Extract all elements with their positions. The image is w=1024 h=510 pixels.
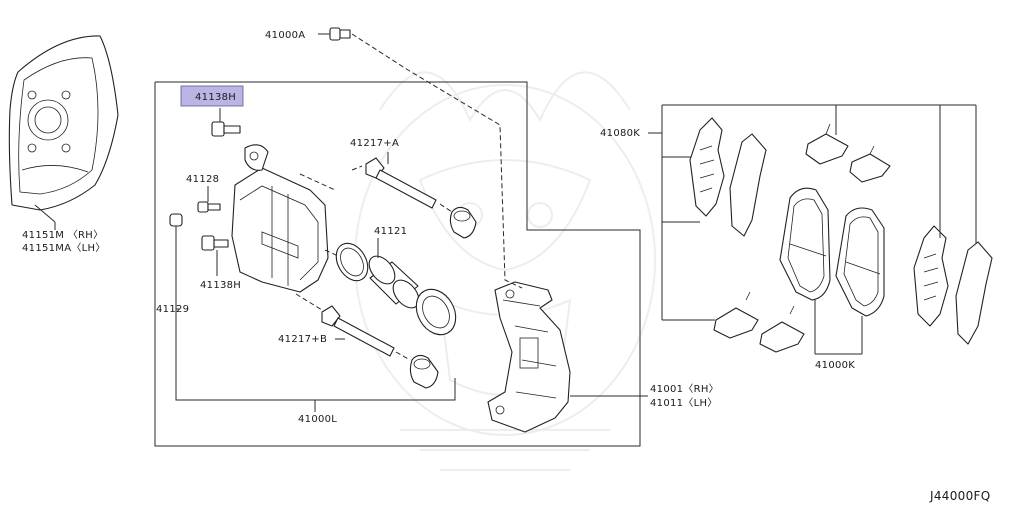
bleeder-screw (197, 186, 221, 213)
caliper-bracket (487, 281, 640, 433)
guide-pin-b (295, 293, 411, 361)
bolt-path-dash (351, 33, 523, 289)
brake-pad-inner (779, 187, 831, 301)
label-41138h-lower[interactable]: 41138H (200, 280, 241, 291)
piston-boot (415, 288, 457, 336)
piston-seal (335, 242, 369, 282)
label-41000a[interactable]: 41000A (265, 30, 305, 41)
caliper-body (231, 144, 329, 293)
bolt-41000a (318, 27, 351, 41)
watermark-logo (354, 71, 656, 471)
bolt-41138h-upper (211, 108, 241, 137)
anti-rattle-clip-bottom (713, 291, 805, 353)
label-41217-b[interactable]: 41217+B (278, 334, 327, 345)
label-41151ma-lh[interactable]: 41151MA〈LH〉 (22, 242, 106, 254)
shim-inner-right (913, 225, 949, 327)
label-41000l[interactable]: 41000L (298, 414, 337, 425)
assembly-frame (154, 81, 641, 447)
label-41138h-highlighted[interactable]: 41138H (195, 92, 236, 103)
label-41151m-rh[interactable]: 41151M 〈RH〉 (22, 229, 103, 241)
label-41128[interactable]: 41128 (186, 174, 219, 185)
shim-outer-left (729, 133, 767, 237)
shim-outer-right (955, 241, 993, 345)
label-41080k[interactable]: 41080K (600, 128, 640, 139)
label-41129[interactable]: 41129 (156, 304, 189, 315)
shim-inner-left (689, 117, 725, 217)
label-41217-a[interactable]: 41217+A (350, 138, 399, 149)
label-41000k[interactable]: 41000K (815, 360, 855, 371)
label-41011-lh[interactable]: 41011〈LH〉 (650, 397, 718, 409)
bolt-41138h-lower (201, 235, 229, 276)
highlighted-part-box (180, 85, 244, 107)
guide-pin-a (351, 152, 453, 213)
bleeder-cap (169, 213, 183, 300)
pin-boot-b (409, 354, 439, 389)
diagram-code: J44000FQ (929, 489, 990, 503)
pin-boot-a (449, 206, 477, 239)
caliper-assy-leader (175, 300, 456, 401)
piston (368, 255, 420, 309)
anti-rattle-clip-top (805, 123, 891, 183)
label-41121[interactable]: 41121 (374, 226, 407, 237)
brake-pad-outer (835, 207, 885, 317)
label-41001-rh[interactable]: 41001〈RH〉 (650, 383, 719, 395)
splash-shield (8, 35, 119, 230)
